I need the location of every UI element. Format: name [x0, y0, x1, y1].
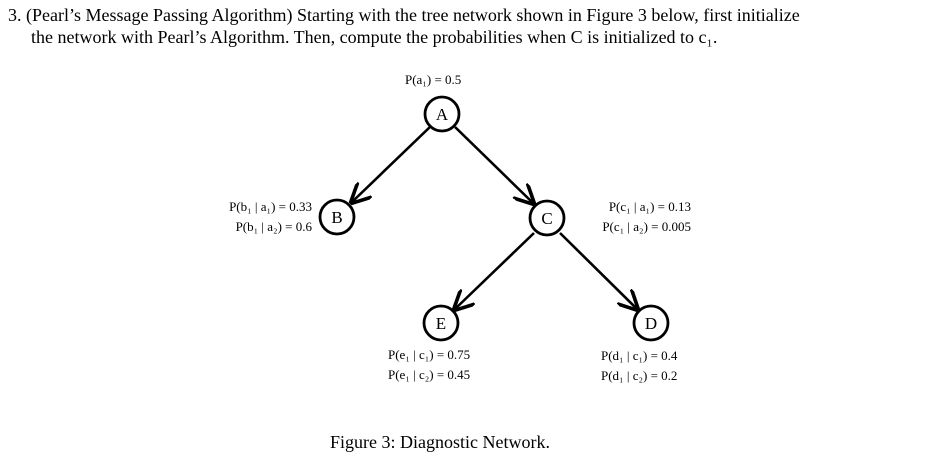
prob-e-line-1: P(e₁ | c₁) = 0.75 [388, 347, 471, 362]
prob-a: P(a₁) = 0.5 [405, 70, 461, 90]
prob-d: P(d₁ | c₁) = 0.4 P(d₁ | c₂) = 0.2 [601, 346, 677, 386]
problem-line-2: the network with Pearl’s Algorithm. Then… [31, 27, 718, 47]
prob-c-line-1: P(c₁ | a₁) = 0.13 [608, 199, 691, 214]
prob-b-line-2: P(b₁ | a₂) = 0.6 [235, 219, 312, 234]
prob-c-line-2: P(c₁ | a₂) = 0.005 [602, 219, 691, 234]
figure-caption: Figure 3: Diagnostic Network. [330, 432, 550, 452]
prob-e: P(e₁ | c₁) = 0.75 P(e₁ | c₂) = 0.45 [388, 345, 470, 385]
node-a-label: A [436, 105, 449, 124]
node-c: C [528, 199, 566, 237]
prob-b: P(b₁ | a₁) = 0.33 P(b₁ | a₂) = 0.6 [190, 197, 312, 237]
prob-c: P(c₁ | a₁) = 0.13 P(c₁ | a₂) = 0.005 [573, 197, 691, 237]
edge-c-e [455, 232, 535, 309]
edge-a-c [454, 126, 533, 203]
node-b: B [318, 198, 356, 236]
problem-line-1: 3. (Pearl’s Message Passing Algorithm) S… [8, 5, 800, 25]
edge-c-d [559, 232, 637, 309]
node-b-label: B [331, 208, 342, 227]
problem-statement: 3. (Pearl’s Message Passing Algorithm) S… [0, 4, 930, 48]
prob-d-line-2: P(d₁ | c₂) = 0.2 [601, 368, 678, 383]
node-d: D [632, 304, 670, 342]
prob-a-line-1: P(a₁) = 0.5 [405, 72, 462, 87]
prob-d-line-1: P(d₁ | c₁) = 0.4 [601, 348, 678, 363]
edge-a-b [352, 126, 431, 202]
node-e-label: E [436, 314, 446, 333]
node-c-label: C [541, 209, 552, 228]
node-a: A [423, 95, 461, 133]
prob-e-line-2: P(e₁ | c₂) = 0.45 [388, 367, 471, 382]
node-e: E [422, 304, 460, 342]
prob-b-line-1: P(b₁ | a₁) = 0.33 [229, 199, 312, 214]
node-d-label: D [645, 314, 657, 333]
